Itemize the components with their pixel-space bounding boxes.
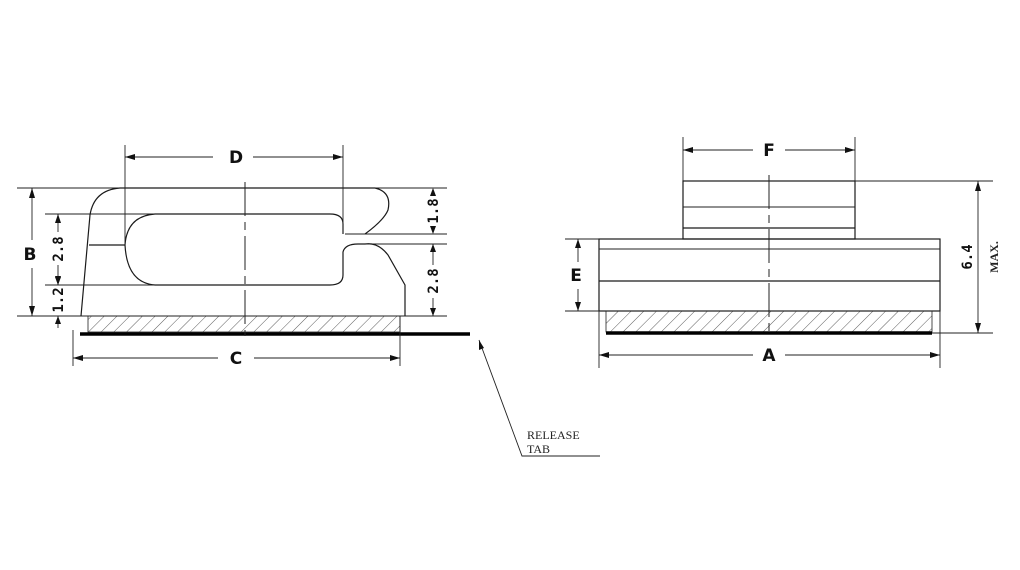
release-tab-leader [478, 339, 600, 457]
release-tab-label-line1: RELEASE [527, 428, 580, 442]
dim-value-bottom-gap: 1.2 [51, 287, 67, 312]
dim-label-c: C [230, 349, 242, 369]
dim-value-lower-right: 2.8 [426, 268, 442, 293]
adhesive-pad [87, 315, 401, 333]
release-tab-label-line2: TAB [527, 442, 550, 456]
dim-height-max-label: MAX. [987, 241, 1001, 273]
clip-body-outline [80, 187, 406, 317]
front-view: F E 6.4 MAX. A [565, 137, 1001, 368]
dim-label-e: E [570, 266, 582, 286]
dim-value-height: 6.4 [960, 244, 976, 269]
release-tab-arrow [479, 340, 484, 350]
dim-label-b: B [24, 245, 37, 265]
dim-value-inner-height: 2.8 [51, 236, 67, 261]
dim-value-top-gap: 1.8 [426, 198, 442, 223]
dim-label-a: A [762, 346, 776, 366]
side-view: D B 2.8 1.2 1.8 2.8 C RELEASE T [17, 145, 600, 457]
dim-label-d: D [229, 148, 243, 168]
dim-lower-right-arrows [430, 244, 436, 316]
clip-slot-outline [124, 213, 365, 286]
dim-label-f: F [763, 141, 775, 161]
